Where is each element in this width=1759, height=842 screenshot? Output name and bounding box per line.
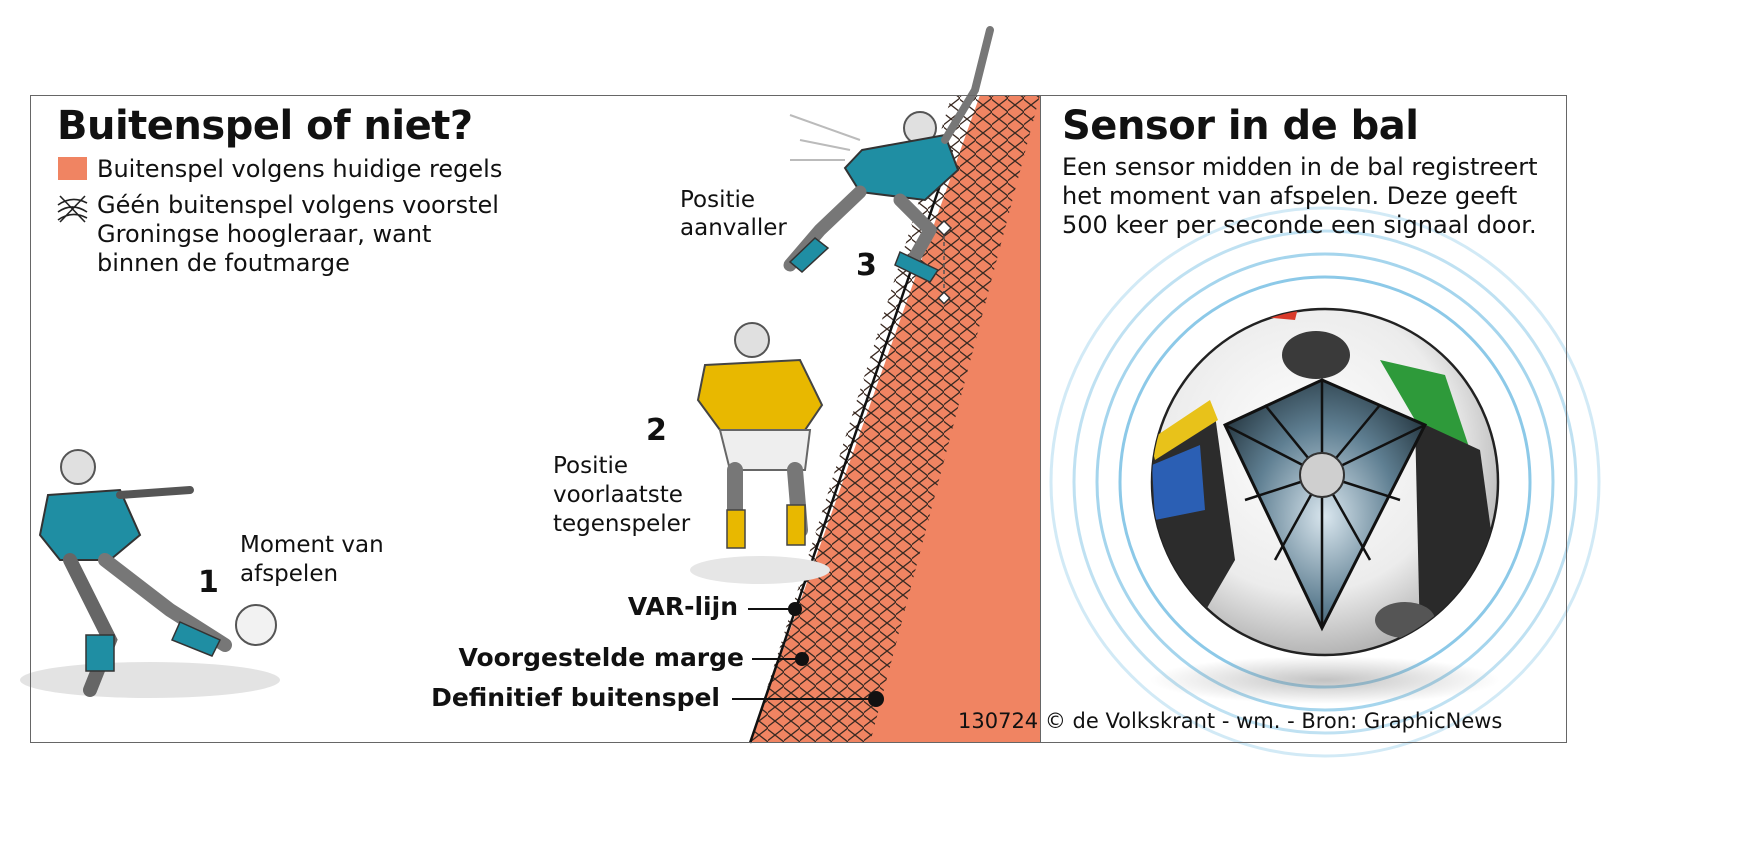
moment-3-label-line-2: aanvaller	[680, 215, 787, 241]
player-passing-illustration	[20, 449, 280, 698]
ball-illustration	[1150, 307, 1500, 704]
player-defender-illustration	[690, 322, 830, 584]
margin-band	[750, 95, 1040, 743]
sensor-core	[1299, 452, 1345, 498]
legend-margin-label-line-3: binnen de foutmarge	[97, 249, 350, 277]
moment-1-label-line-1: Moment van	[240, 532, 384, 558]
callout-proposed-margin: Voorgestelde marge	[458, 643, 744, 672]
callout-definitive-offside: Definitief buitenspel	[431, 683, 720, 712]
moment-3-number: 3	[856, 248, 877, 283]
moment-1-number: 1	[198, 565, 219, 600]
moment-2-label-line-1: Positie	[553, 453, 629, 479]
player-attacker-illustration	[783, 26, 994, 305]
moment-2-label-line-3: tegenspeler	[553, 511, 691, 537]
legend-hatch-swatch	[57, 195, 88, 223]
moment-3-label-line-1: Positie	[680, 187, 756, 213]
legend-offside-swatch	[58, 157, 87, 180]
legend-margin-label-line-1: Géén buitenspel volgens voorstel	[97, 191, 499, 219]
callout-var-line: VAR-lijn	[627, 592, 738, 621]
credit-line: 130724 © de Volkskrant - wm. - Bron: Gra…	[958, 709, 1503, 733]
legend-margin-label-line-2: Groningse hoogleraar, want	[97, 220, 432, 248]
moment-1-label-line-2: afspelen	[240, 561, 339, 587]
right-description-line-1: Een sensor midden in de bal registreert	[1062, 153, 1538, 181]
panel-frame	[30, 95, 1567, 743]
moment-2-number: 2	[646, 413, 667, 448]
panel-divider	[1040, 95, 1041, 743]
legend-offside-label: Buitenspel volgens huidige regels	[97, 155, 503, 183]
right-title: Sensor in de bal	[1062, 103, 1419, 149]
left-title: Buitenspel of niet?	[57, 103, 473, 149]
right-description-line-2: het moment van afspelen. Deze geeft	[1062, 182, 1518, 210]
right-description-line-3: 500 keer per seconde een signaal door.	[1062, 211, 1537, 239]
moment-2-label-line-2: voorlaatste	[553, 482, 683, 508]
callout-leaders	[732, 602, 884, 707]
